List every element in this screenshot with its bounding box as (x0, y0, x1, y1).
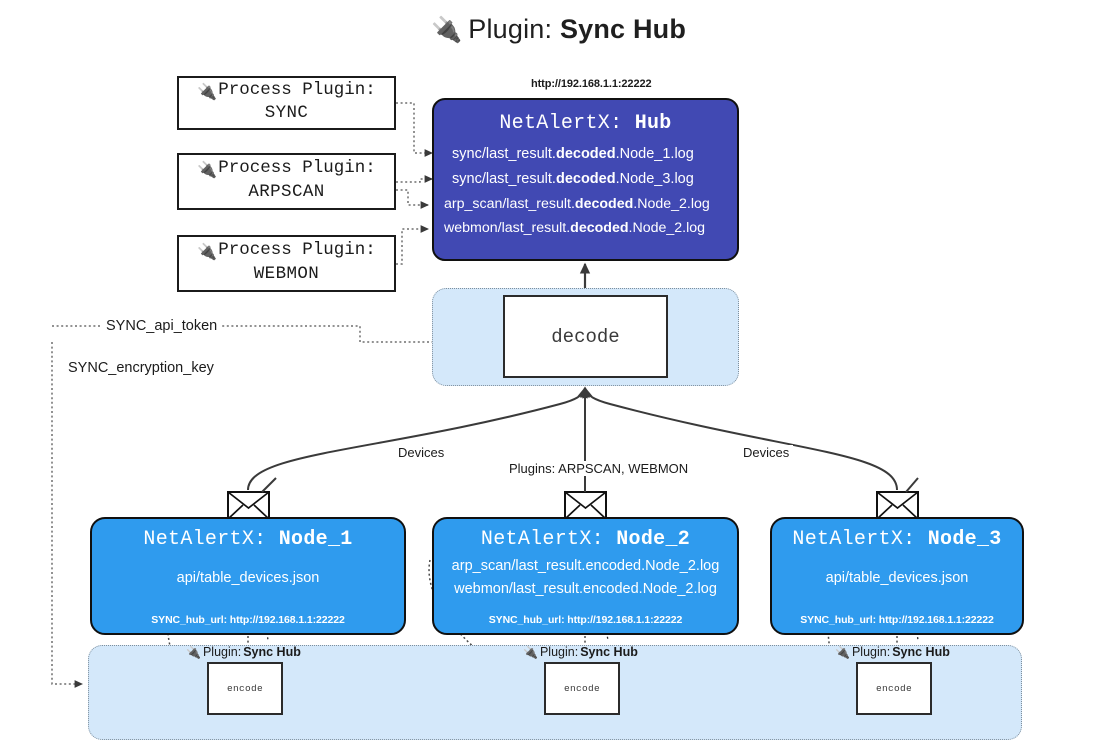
node-1-box[interactable]: NetAlertX: Node_1 api/table_devices.json… (90, 517, 406, 635)
envelope-icon (876, 491, 919, 520)
encode-box-3[interactable]: encode (856, 662, 932, 715)
hub-log-row: sync/last_result.decoded.Node_3.log (452, 170, 694, 187)
devices-left-label: Devices (394, 445, 449, 460)
node-2-title: NetAlertX: Node_2 (480, 528, 691, 551)
envelope-icon (564, 491, 607, 520)
process-plugin-webmon-box[interactable]: 🔌 Process Plugin: WEBMON (177, 235, 396, 292)
electric-plug-icon: 🔌 (197, 242, 218, 262)
page-title-strong: Sync Hub (559, 14, 687, 44)
devices-right-label: Devices (739, 445, 794, 460)
sync-api-token-label: SYNC_api_token (101, 318, 223, 334)
node-3-title: NetAlertX: Node_3 (792, 528, 1002, 551)
electric-plug-icon: 🔌 (197, 160, 218, 180)
encoder-2-plugin-label: 🔌Plugin: Sync Hub (523, 645, 638, 660)
electric-plug-icon: 🔌 (430, 16, 463, 44)
node-3-path: api/table_devices.json (825, 570, 969, 586)
encoder-3-plugin-label: 🔌Plugin: Sync Hub (835, 645, 950, 660)
process-plugin-arpscan-name: ARPSCAN (248, 181, 325, 202)
sync-encryption-key-label: SYNC_encryption_key (63, 360, 219, 376)
node-2-path: arp_scan/last_result.encoded.Node_2.log (451, 558, 720, 574)
electric-plug-icon: 🔌 (197, 81, 218, 101)
electric-plug-icon: 🔌 (186, 645, 201, 660)
encode-box-1[interactable]: encode (207, 662, 283, 715)
decode-box[interactable]: decode (503, 295, 668, 378)
hub-log-row: arp_scan/last_result.decoded.Node_2.log (444, 195, 710, 212)
encoder-1-plugin-label: 🔌Plugin: Sync Hub (186, 645, 301, 660)
process-plugin-sync-name: SYNC (264, 103, 309, 123)
page-title: 🔌Plugin: Sync Hub (0, 14, 1117, 45)
node-3-box[interactable]: NetAlertX: Node_3 api/table_devices.json… (770, 517, 1024, 635)
node-2-path: webmon/last_result.encoded.Node_2.log (454, 581, 717, 598)
electric-plug-icon: 🔌 (835, 645, 850, 660)
node-2-box[interactable]: NetAlertX: Node_2 arp_scan/last_result.e… (432, 517, 739, 635)
node-1-path: api/table_devices.json (176, 570, 320, 586)
node-2-hub-url: SYNC_hub_url: http://192.168.1.1:22222 (488, 614, 683, 626)
envelope-icon (227, 491, 270, 520)
hub-url-label: http://192.168.1.1:22222 (531, 78, 652, 90)
process-plugin-webmon-name: WEBMON (253, 263, 320, 284)
electric-plug-icon: 🔌 (523, 645, 538, 660)
envelope-icon-group (227, 491, 919, 520)
process-plugin-sync-line1: 🔌 Process Plugin: (197, 79, 376, 101)
envelope-stems (261, 476, 919, 493)
node-3-hub-url: SYNC_hub_url: http://192.168.1.1:22222 (800, 614, 994, 626)
node-1-hub-url: SYNC_hub_url: http://192.168.1.1:22222 (151, 614, 345, 626)
process-plugin-arpscan-box[interactable]: 🔌 Process Plugin: ARPSCAN (177, 153, 396, 210)
process-plugin-sync-box[interactable]: 🔌 Process Plugin: SYNC (177, 76, 396, 130)
hub-log-row: sync/last_result.decoded.Node_1.log (452, 146, 694, 162)
process-plugin-webmon-line1: 🔌 Process Plugin: (197, 240, 376, 262)
node-1-title: NetAlertX: Node_1 (143, 528, 353, 551)
hub-box[interactable]: NetAlertX: Hub sync/last_result.decoded.… (432, 98, 739, 261)
encode-box-2[interactable]: encode (544, 662, 620, 715)
hub-title: NetAlertX: Hub (499, 112, 672, 135)
hub-log-row: webmon/last_result.decoded.Node_2.log (444, 220, 706, 237)
process-plugin-connectors (396, 102, 433, 265)
page-title-lead: Plugin: (468, 14, 560, 44)
process-plugin-arpscan-line1: 🔌 Process Plugin: (197, 158, 376, 180)
sync-encryption-key-connector (51, 342, 83, 688)
plugins-middle-label: Plugins: ARPSCAN, WEBMON (505, 461, 693, 476)
